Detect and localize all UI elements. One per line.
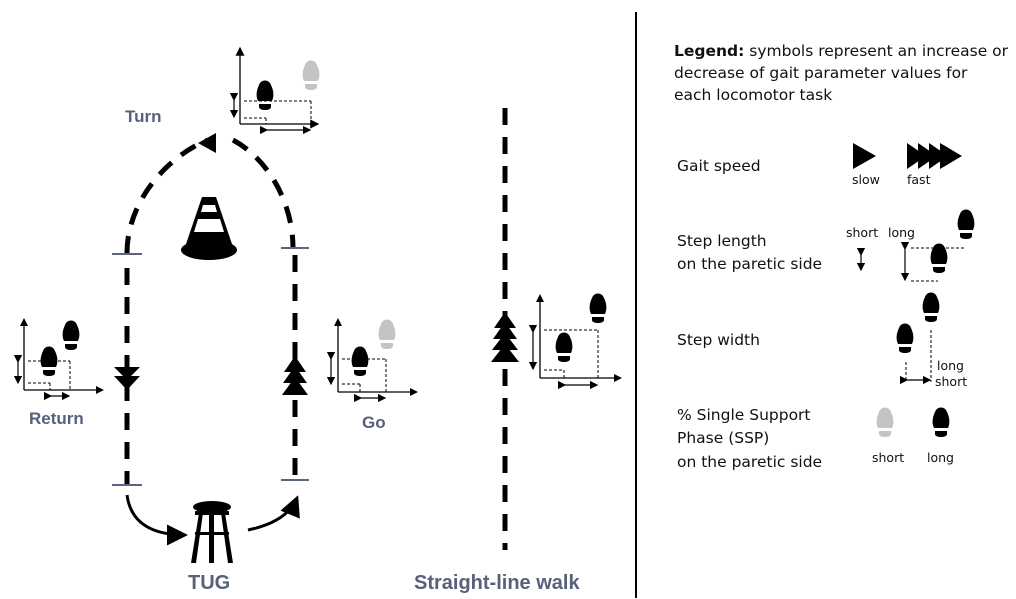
step-length-label: Step length	[677, 232, 767, 250]
stool-to-go-arrow	[247, 495, 300, 532]
step-width-footprint-right-icon	[922, 292, 940, 322]
legend-title-rest: symbols represent an increase or decreas…	[674, 42, 1009, 104]
straight-mini-chart	[528, 294, 622, 390]
tug-label: TUG	[188, 572, 231, 594]
straight-speed-icon	[491, 312, 519, 362]
turn-footprint-light-icon	[302, 60, 320, 90]
ssp-long-label: long	[927, 450, 954, 465]
step-width-short-label: short	[935, 374, 968, 389]
slow-speed-icon	[853, 143, 876, 169]
return-to-stool-arrow	[125, 494, 188, 546]
return-footprint-right-icon	[62, 320, 80, 350]
fast-speed-icon	[907, 143, 962, 169]
turn-arrowhead-icon	[198, 133, 216, 153]
step-width-footprint-left-icon	[896, 323, 914, 353]
ssp-label-line2: Phase (SSP)	[677, 429, 770, 447]
go-footprint-icon	[351, 346, 369, 376]
straight-footprint-left-icon	[555, 332, 573, 362]
return-speed-icon	[114, 367, 140, 390]
step-width-long-label: long	[937, 358, 964, 373]
return-mini-chart	[13, 318, 104, 401]
traffic-cone-icon	[181, 197, 237, 260]
go-mini-chart	[326, 318, 418, 403]
go-speed-icon	[282, 356, 308, 395]
ssp-long-footprint-icon	[932, 407, 950, 437]
turn-label: Turn	[125, 107, 162, 126]
step-length-sub-label: on the paretic side	[677, 255, 823, 273]
step-length-long-label: long	[888, 225, 915, 240]
step-length-short-label: short	[846, 225, 879, 240]
step-length-footprint-left-icon	[930, 243, 948, 273]
ssp-short-label: short	[872, 450, 905, 465]
slow-label: slow	[852, 172, 880, 187]
go-footprint-light-icon	[378, 319, 396, 349]
turn-footprint-icon	[256, 80, 274, 110]
go-label: Go	[362, 413, 386, 432]
ssp-short-footprint-icon	[876, 407, 894, 437]
legend-title: Legend: symbols represent an increase or…	[674, 40, 1009, 106]
step-width-label: Step width	[677, 331, 760, 349]
return-label: Return	[29, 409, 84, 428]
tug-path	[124, 108, 508, 550]
straight-walk-label: Straight-line walk	[414, 572, 580, 594]
ssp-label-line3: on the paretic side	[677, 453, 823, 471]
return-footprint-left-icon	[40, 346, 58, 376]
legend-title-bold: Legend:	[674, 42, 745, 60]
turn-mini-chart	[229, 46, 320, 135]
step-width-diagram	[899, 330, 932, 385]
stool-icon	[191, 501, 233, 563]
ssp-label-line1: % Single Support	[677, 406, 811, 424]
fast-label: fast	[907, 172, 931, 187]
step-length-footprint-right-icon	[957, 209, 975, 239]
straight-footprint-right-icon	[589, 293, 607, 323]
gait-speed-label: Gait speed	[677, 157, 761, 175]
path-crossbars	[112, 247, 309, 486]
